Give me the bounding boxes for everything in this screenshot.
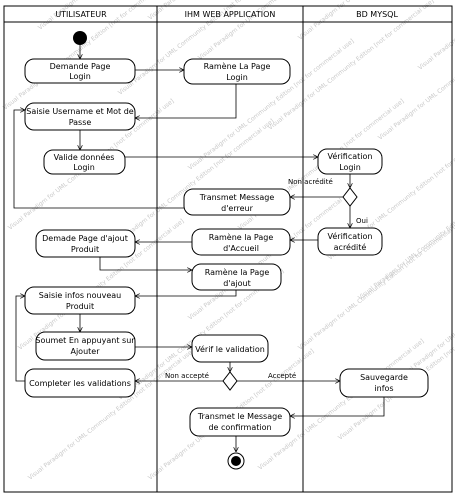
action-valide-donnees-line2: Login	[73, 163, 95, 172]
edge-label-oui: Oui	[356, 217, 368, 225]
action-soumet-line1: Soumet En appuyant sur	[35, 336, 135, 345]
action-saisie-username-line1: Saisie Username et Mot de	[26, 107, 134, 116]
action-sauvegarde: Sauvegarde infos	[339, 368, 429, 398]
action-verif-validation: Vérif le validation	[191, 334, 269, 363]
action-verification-acredite: Vérification acrédité	[317, 227, 383, 256]
action-demande-page-login-line1: Demande Page	[50, 62, 111, 71]
action-transmet-confirmation-line1: Transmet le Message	[197, 412, 282, 421]
decision-acredite	[342, 187, 358, 207]
action-demande-page-ajout-line1: Demade Page d'ajout	[42, 234, 128, 243]
final-node	[227, 452, 245, 470]
lane-title-utilisateur: UTILISATEUR	[55, 10, 107, 19]
swimlane-frame	[3, 5, 453, 493]
action-transmet-erreur: Transmet Message d'erreur	[183, 188, 291, 216]
lane-title-ihm: IHM WEB APPLICATION	[185, 10, 276, 19]
action-transmet-confirmation: Transmet le Message de confirmation	[189, 407, 291, 437]
action-transmet-confirmation-line2: de confirmation	[208, 423, 271, 432]
action-ramene-page-login-line1: Ramène La Page	[204, 61, 271, 71]
action-ramene-page-accueil-line2: d'Accueil	[223, 244, 259, 253]
action-demande-page-login: Demande Page Login	[24, 58, 136, 84]
action-soumet-line2: Ajouter	[70, 347, 100, 356]
action-demande-page-ajout-line2: Produit	[71, 245, 99, 254]
action-soumet: Soumet En appuyant sur Ajouter	[35, 331, 136, 361]
action-ramene-page-accueil-line1: Ramène la Page	[209, 232, 274, 242]
action-transmet-erreur-line1: Transmet Message	[199, 193, 275, 202]
action-completer-line1: Completer les validations	[29, 379, 131, 388]
action-verification-login: Vérification Login	[317, 148, 383, 175]
action-ramene-page-ajout: Ramène la Page d'ajout	[191, 263, 282, 291]
action-demande-page-ajout: Demade Page d'ajout Produit	[35, 229, 136, 258]
action-ramene-page-ajout-line1: Ramène la Page	[205, 267, 270, 277]
action-saisie-username: Saisie Username et Mot de Passe	[24, 102, 136, 131]
lane-title-bd: BD MYSQL	[356, 10, 398, 19]
initial-node	[73, 31, 87, 45]
action-verification-acredite-line1: Vérification	[328, 231, 373, 241]
action-ramene-page-accueil: Ramène la Page d'Accueil	[191, 228, 291, 256]
action-ramene-page-ajout-line2: d'ajout	[223, 279, 251, 288]
action-ramene-page-login-line2: Login	[226, 73, 248, 82]
edges	[13, 45, 385, 452]
action-verification-login-line2: Login	[339, 163, 361, 172]
action-sauvegarde-line1: Sauvegarde	[360, 373, 408, 382]
edge-label-accepte: Accepté	[268, 372, 296, 380]
watermark-text: Visual Paradigm for UML Community Editio…	[377, 8, 455, 142]
action-valide-donnees: Valide données Login	[43, 149, 126, 175]
watermark-text: Visual Paradigm for UML Community Editio…	[257, 338, 426, 472]
action-demande-page-login-line2: Login	[69, 72, 91, 81]
action-saisie-infos: Saisie infos nouveau Produit	[24, 286, 136, 315]
action-completer: Completer les validations	[24, 368, 136, 398]
action-saisie-infos-line1: Saisie infos nouveau	[39, 291, 121, 300]
action-transmet-erreur-line2: d'erreur	[221, 204, 253, 213]
action-verification-login-line1: Vérification	[328, 151, 373, 161]
action-sauvegarde-line2: infos	[374, 384, 393, 393]
edge-label-non-acredite: Non acrédité	[288, 178, 333, 186]
action-ramene-page-login: Ramène La Page Login	[183, 58, 291, 85]
action-saisie-username-line2: Passe	[69, 118, 92, 127]
action-verif-validation-line1: Vérif le validation	[195, 344, 265, 354]
action-saisie-infos-line2: Produit	[66, 302, 94, 311]
action-valide-donnees-line1: Valide données	[54, 152, 115, 162]
decision-validation	[222, 371, 238, 391]
edge-label-non-accepte: Non accepté	[165, 372, 209, 380]
action-verification-acredite-line2: acrédité	[334, 242, 367, 252]
